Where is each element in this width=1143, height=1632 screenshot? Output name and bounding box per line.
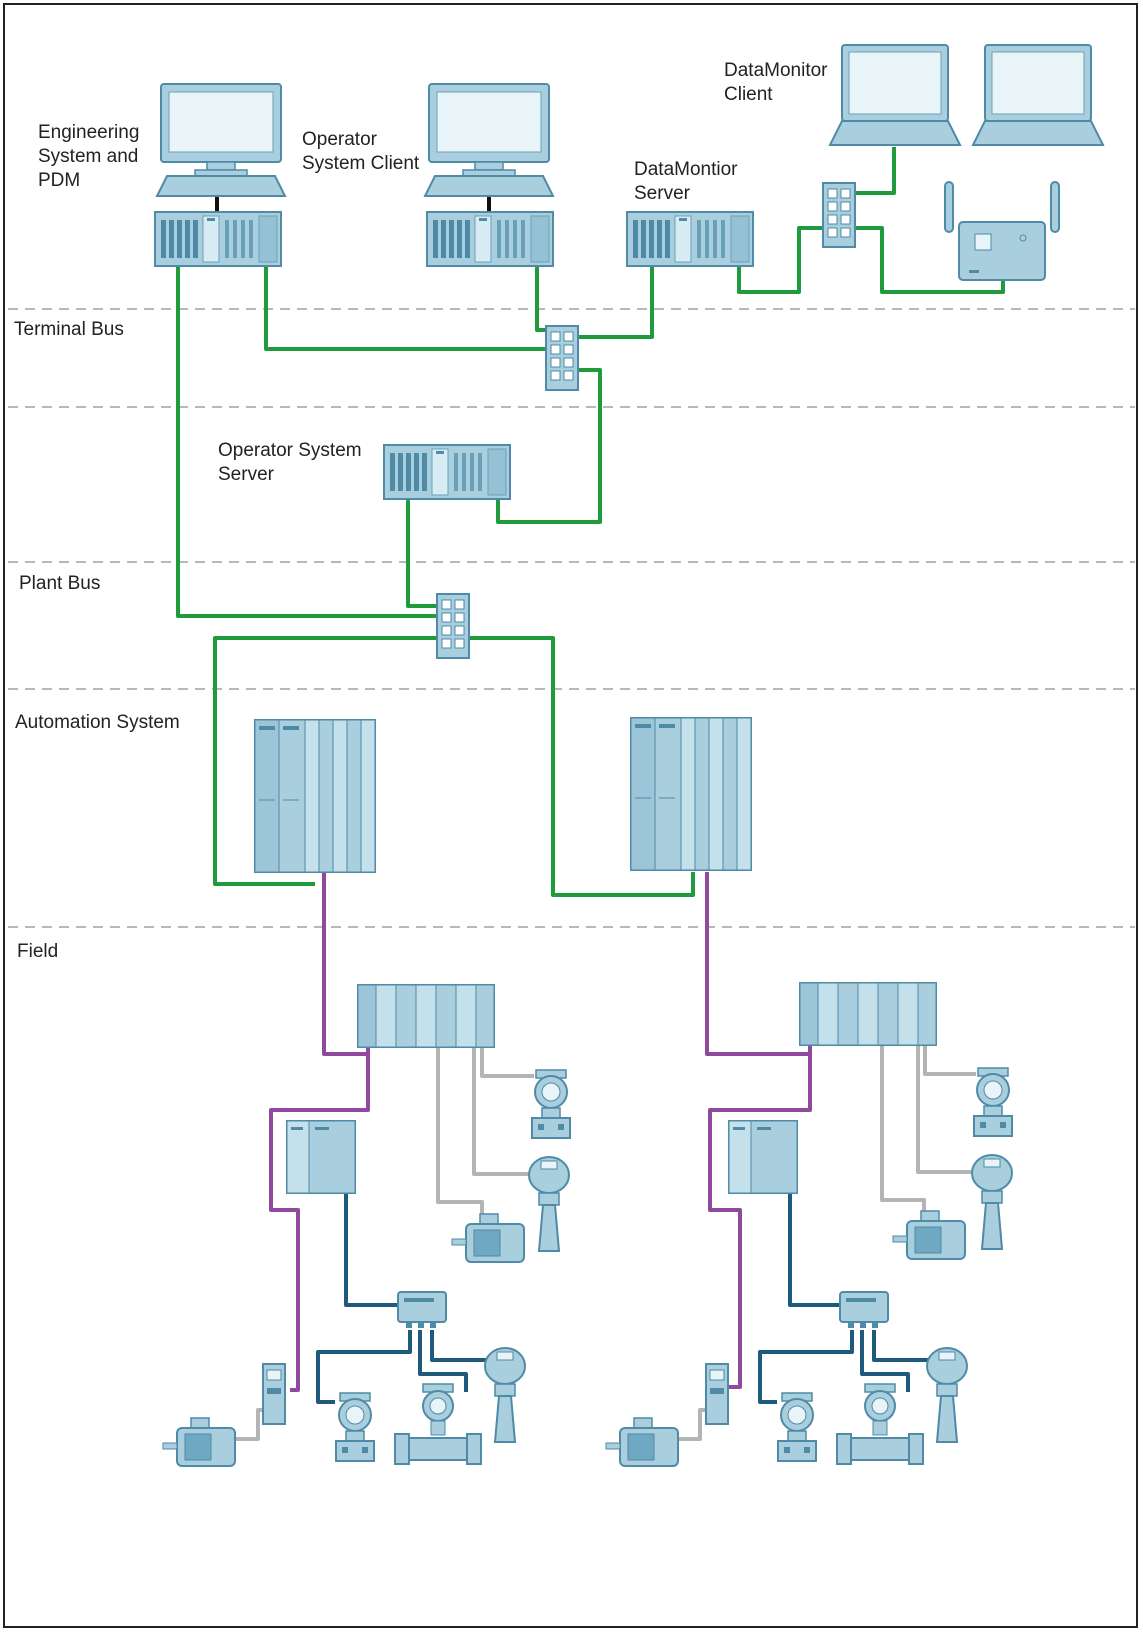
distio-left-to-coupler xyxy=(269,1046,370,1392)
label-engineering-system: Engineering System and PDM xyxy=(38,122,140,191)
coupler-left-icon xyxy=(286,1120,356,1194)
datamonitor-laptop-icon xyxy=(829,44,961,146)
profibus-links xyxy=(269,872,812,1392)
client-switch-to-laptop xyxy=(855,147,896,195)
terminal-bus-switch-icon xyxy=(545,325,579,391)
osc-to-terminal-switch xyxy=(535,266,549,332)
coupler-right-icon xyxy=(728,1120,798,1194)
distio-left-to-ptrans xyxy=(480,1046,534,1078)
diagram-frame xyxy=(3,3,1138,1628)
zone-dividers xyxy=(8,308,1135,928)
label-datamonitor-server: DataMontior Server xyxy=(634,159,738,204)
fieldbus-links xyxy=(316,1194,930,1404)
operator-system-server-icon xyxy=(383,444,511,500)
junction-box-left-icon xyxy=(397,1291,447,1329)
plant-switch-to-plc-right xyxy=(470,636,695,897)
oss-to-plant-switch xyxy=(406,498,440,608)
coupler-left-to-jbox xyxy=(344,1194,398,1307)
datamonitor-switch-icon xyxy=(822,182,856,248)
engineering-workstation-icon xyxy=(156,83,286,197)
jbox-left-to-ptrans xyxy=(316,1330,412,1404)
label-operator-system-server: Operator System Server xyxy=(218,440,362,485)
pressure-transmitter-right-b-icon xyxy=(777,1392,817,1462)
ethernet-links xyxy=(176,147,1005,897)
motor-right-b-icon xyxy=(605,1417,679,1467)
radar-level-right-b-icon xyxy=(926,1347,968,1443)
es-to-terminal-switch xyxy=(264,266,549,351)
distio-left-to-radar xyxy=(472,1046,530,1176)
motor-right-a-icon xyxy=(892,1210,966,1260)
jbox-left-to-flow xyxy=(418,1330,468,1392)
motor-left-b-icon xyxy=(162,1417,236,1467)
radar-level-left-a-icon xyxy=(528,1156,570,1252)
operator-client-workstation-icon xyxy=(424,83,554,197)
jbox-right-to-radar xyxy=(872,1330,930,1362)
jbox-right-to-flow xyxy=(860,1330,910,1392)
datamonitor-laptop-2-icon xyxy=(972,44,1104,146)
jbox-left-to-radar xyxy=(430,1330,488,1362)
radar-level-left-b-icon xyxy=(484,1347,526,1443)
plc-controller-right-icon xyxy=(630,717,752,871)
radar-level-right-a-icon xyxy=(971,1154,1013,1250)
zone-label-field: Field xyxy=(17,941,59,962)
terminal-switch-to-oss xyxy=(496,368,602,524)
plc-right-to-distio xyxy=(705,872,812,1056)
label-operator-system-client: Operator System Client xyxy=(302,129,420,174)
distio-right-to-coupler xyxy=(708,1046,812,1389)
flow-meter-right-icon xyxy=(836,1383,924,1465)
distio-right-to-ptrans xyxy=(923,1046,976,1076)
zone-label-automation-system: Automation System xyxy=(15,712,180,733)
plant-bus-switch-icon xyxy=(436,593,470,659)
drive-left-icon xyxy=(262,1363,286,1425)
pressure-transmitter-left-b-icon xyxy=(335,1392,375,1462)
distio-left-to-motor xyxy=(436,1046,484,1218)
pressure-transmitter-left-a-icon xyxy=(531,1069,571,1139)
dms-to-client-switch xyxy=(737,226,823,294)
flow-meter-left-icon xyxy=(394,1383,482,1465)
wireless-router-icon xyxy=(944,181,1060,281)
plant-switch-to-plc-left xyxy=(213,636,440,886)
distributed-io-right-icon xyxy=(799,982,937,1046)
engineering-server-icon xyxy=(154,211,282,267)
label-datamonitor-client: DataMonitor Client xyxy=(724,60,828,105)
dms-to-terminal-switch xyxy=(577,266,654,339)
es-to-plant-switch xyxy=(176,266,440,618)
operator-client-server-icon xyxy=(426,211,554,267)
wired-links xyxy=(232,1046,976,1441)
jbox-right-to-ptrans xyxy=(758,1330,854,1404)
junction-box-right-icon xyxy=(839,1291,889,1329)
motor-left-a-icon xyxy=(451,1213,525,1263)
distributed-io-left-icon xyxy=(357,984,495,1048)
pressure-transmitter-right-a-icon xyxy=(973,1067,1013,1137)
datamonitor-server-icon xyxy=(626,211,754,267)
client-switch-to-router xyxy=(855,226,1005,294)
zone-label-plant-bus: Plant Bus xyxy=(19,573,101,594)
zone-label-terminal-bus: Terminal Bus xyxy=(14,319,124,340)
workstation-connectors xyxy=(215,196,491,212)
distio-right-to-radar xyxy=(916,1046,972,1174)
coupler-right-to-jbox xyxy=(788,1194,840,1307)
drive-right-icon xyxy=(705,1363,729,1425)
distio-right-to-motor xyxy=(880,1046,926,1215)
plc-controller-left-icon xyxy=(254,719,376,873)
